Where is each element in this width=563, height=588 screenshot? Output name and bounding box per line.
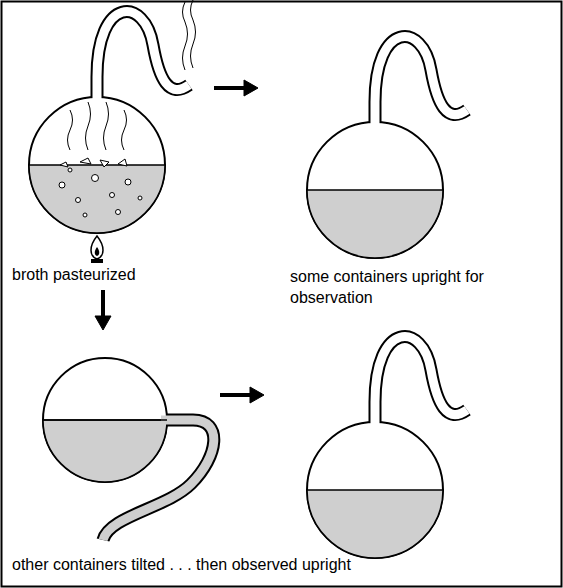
caption-label: some containers upright for observation [290, 266, 490, 308]
bubbles [59, 158, 142, 217]
caption-label: other containers tilted . . . then obser… [12, 554, 351, 575]
tilted-flask [43, 358, 214, 540]
caption-label: broth pasteurized [12, 264, 136, 285]
candle-flame [91, 236, 103, 263]
upright-flask [307, 37, 467, 258]
process-arrow [95, 80, 264, 403]
steam [68, 0, 196, 150]
heated-flask [29, 12, 189, 233]
observed-flask [307, 337, 467, 558]
